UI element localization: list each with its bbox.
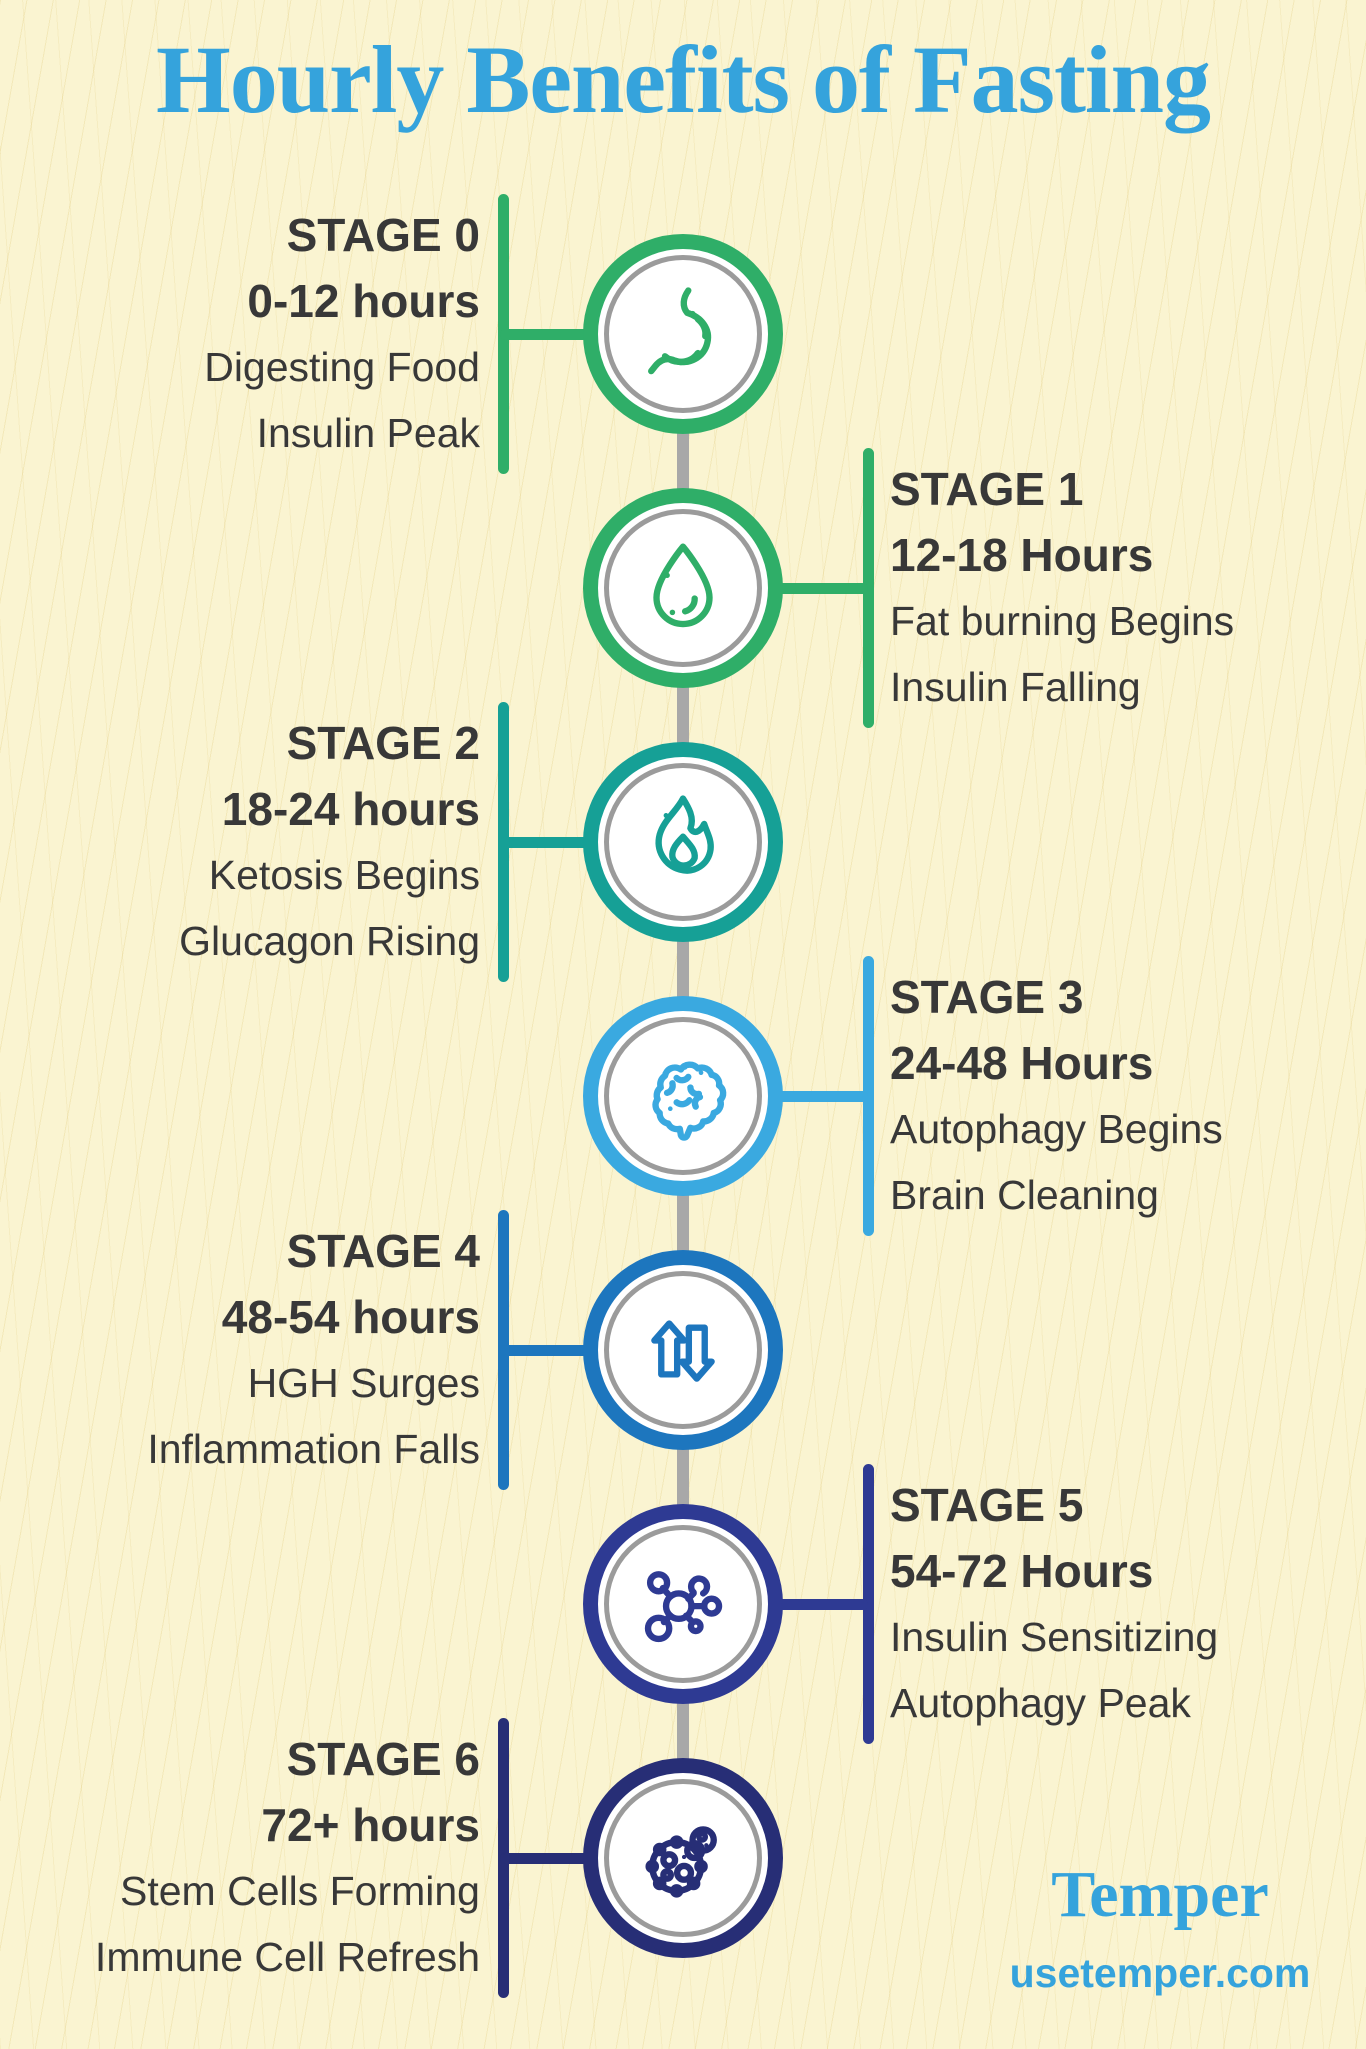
stage-benefit: Digesting Food (204, 344, 480, 390)
stage-label: STAGE 0 (286, 209, 480, 261)
stage-3-text: STAGE 3 24-48 Hours Autophagy Begins Bra… (890, 964, 1356, 1228)
stage-hours: 12-18 Hours (890, 529, 1154, 581)
stage-label: STAGE 5 (890, 1479, 1084, 1531)
flame-icon (655, 795, 714, 874)
stage-6-connector (500, 1853, 630, 1864)
stage-5-node (583, 1504, 783, 1704)
stage-3-connector (736, 1091, 868, 1102)
stage-benefit: Ketosis Begins (208, 852, 480, 898)
arrows-up-down-icon (651, 1320, 715, 1382)
stage-hours: 0-12 hours (247, 275, 480, 327)
stage-benefit: Autophagy Begins (890, 1106, 1223, 1152)
stage-3-node (583, 996, 783, 1196)
stage-benefit: Glucagon Rising (179, 918, 480, 964)
stage-2-node (583, 742, 783, 942)
stage-label: STAGE 3 (890, 971, 1084, 1023)
stage-0-connector (500, 329, 630, 340)
stage-benefit: Inflammation Falls (147, 1426, 480, 1472)
stage-hours: 48-54 hours (221, 1291, 480, 1343)
stage-benefit: Fat burning Begins (890, 598, 1235, 644)
stage-hours: 54-72 Hours (890, 1545, 1154, 1597)
stage-benefit: Brain Cleaning (890, 1172, 1159, 1218)
stage-label: STAGE 2 (286, 717, 480, 769)
stage-2-connector (500, 837, 630, 848)
stage-0-text: STAGE 0 0-12 hours Digesting Food Insuli… (20, 202, 480, 466)
stage-label: STAGE 4 (286, 1225, 480, 1277)
stage-hours: 72+ hours (261, 1799, 480, 1851)
stage-5-text: STAGE 5 54-72 Hours Insulin Sensitizing … (890, 1472, 1356, 1736)
stage-benefit: HGH Surges (247, 1360, 480, 1406)
stage-label: STAGE 6 (286, 1733, 480, 1785)
stage-benefit: Stem Cells Forming (120, 1868, 480, 1914)
brain-icon (652, 1061, 727, 1141)
stem-cell-icon (645, 1826, 717, 1898)
stage-benefit: Autophagy Peak (890, 1680, 1191, 1726)
stomach-icon (648, 287, 712, 375)
molecule-icon (644, 1571, 723, 1643)
page-title: Hourly Benefits of Fasting (156, 26, 1211, 133)
brand-url[interactable]: usetemper.com (1009, 1950, 1311, 1996)
stage-4-text: STAGE 4 48-54 hours HGH Surges Inflammat… (20, 1218, 480, 1482)
stage-hours: 24-48 Hours (890, 1037, 1154, 1089)
stage-5-bracket (863, 1464, 874, 1744)
stage-label: STAGE 1 (890, 463, 1084, 515)
stage-benefit: Insulin Peak (256, 410, 480, 456)
brand-logo: Temper (1051, 1858, 1269, 1931)
stage-1-text: STAGE 1 12-18 Hours Fat burning Begins I… (890, 456, 1356, 720)
stage-0-node (583, 234, 783, 434)
water-drop-icon (653, 543, 713, 628)
stage-benefit: Immune Cell Refresh (94, 1934, 480, 1980)
stage-6-text: STAGE 6 72+ hours Stem Cells Forming Imm… (20, 1726, 480, 1990)
stage-5-connector (736, 1599, 868, 1610)
stage-hours: 18-24 hours (221, 783, 480, 835)
stage-4-node (583, 1250, 783, 1450)
stage-benefit: Insulin Falling (890, 664, 1141, 710)
stage-1-node (583, 488, 783, 688)
stage-2-text: STAGE 2 18-24 hours Ketosis Begins Gluca… (20, 710, 480, 974)
stage-4-connector (500, 1345, 630, 1356)
stage-6-node (583, 1758, 783, 1958)
stage-3-bracket (863, 956, 874, 1236)
stage-1-connector (736, 583, 868, 594)
stage-1-bracket (863, 448, 874, 728)
stage-benefit: Insulin Sensitizing (890, 1614, 1219, 1660)
